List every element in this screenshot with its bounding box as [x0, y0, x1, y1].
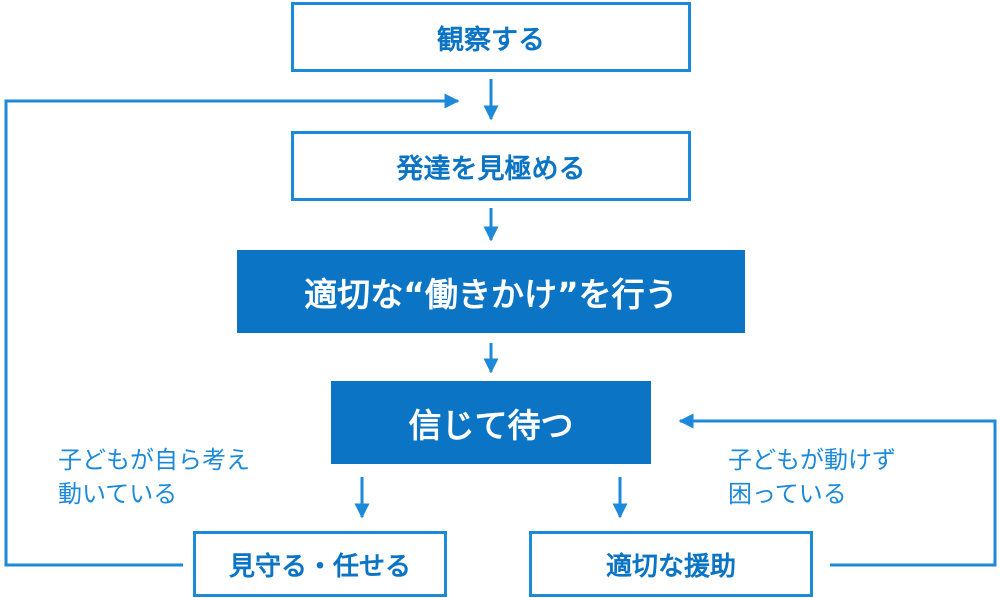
step-support: 適切な援助: [529, 531, 813, 597]
note-child-thinks: 子どもが自ら考え 動いている: [58, 443, 250, 511]
step-trust: 信じて待つ: [331, 381, 651, 464]
feedback-loop-support-to-trust: [678, 413, 997, 567]
step-observe: 観察する: [291, 2, 691, 72]
note-child-thinks-line1: 子どもが自ら考え: [58, 446, 250, 474]
step-trust-label: 信じて待つ: [408, 405, 574, 445]
step-watch: 見守る・任せる: [193, 531, 447, 597]
step-assess: 発達を見極める: [291, 131, 691, 201]
step-observe-label: 観察する: [437, 24, 545, 56]
note-child-thinks-line2: 動いている: [58, 480, 178, 508]
step-action-label: 適切な“働きかけ”を行う: [304, 274, 678, 314]
step-action: 適切な“働きかけ”を行う: [237, 250, 745, 333]
step-watch-label: 見守る・任せる: [228, 551, 411, 582]
note-child-stuck-line1: 子どもが動けず: [728, 446, 896, 474]
note-child-stuck: 子どもが動けず 困っている: [728, 443, 896, 511]
step-support-label: 適切な援助: [605, 551, 736, 582]
note-child-stuck-line2: 困っている: [728, 480, 847, 508]
feedback-loop-watch-to-observe: [4, 93, 460, 567]
step-assess-label: 発達を見極める: [396, 153, 586, 185]
